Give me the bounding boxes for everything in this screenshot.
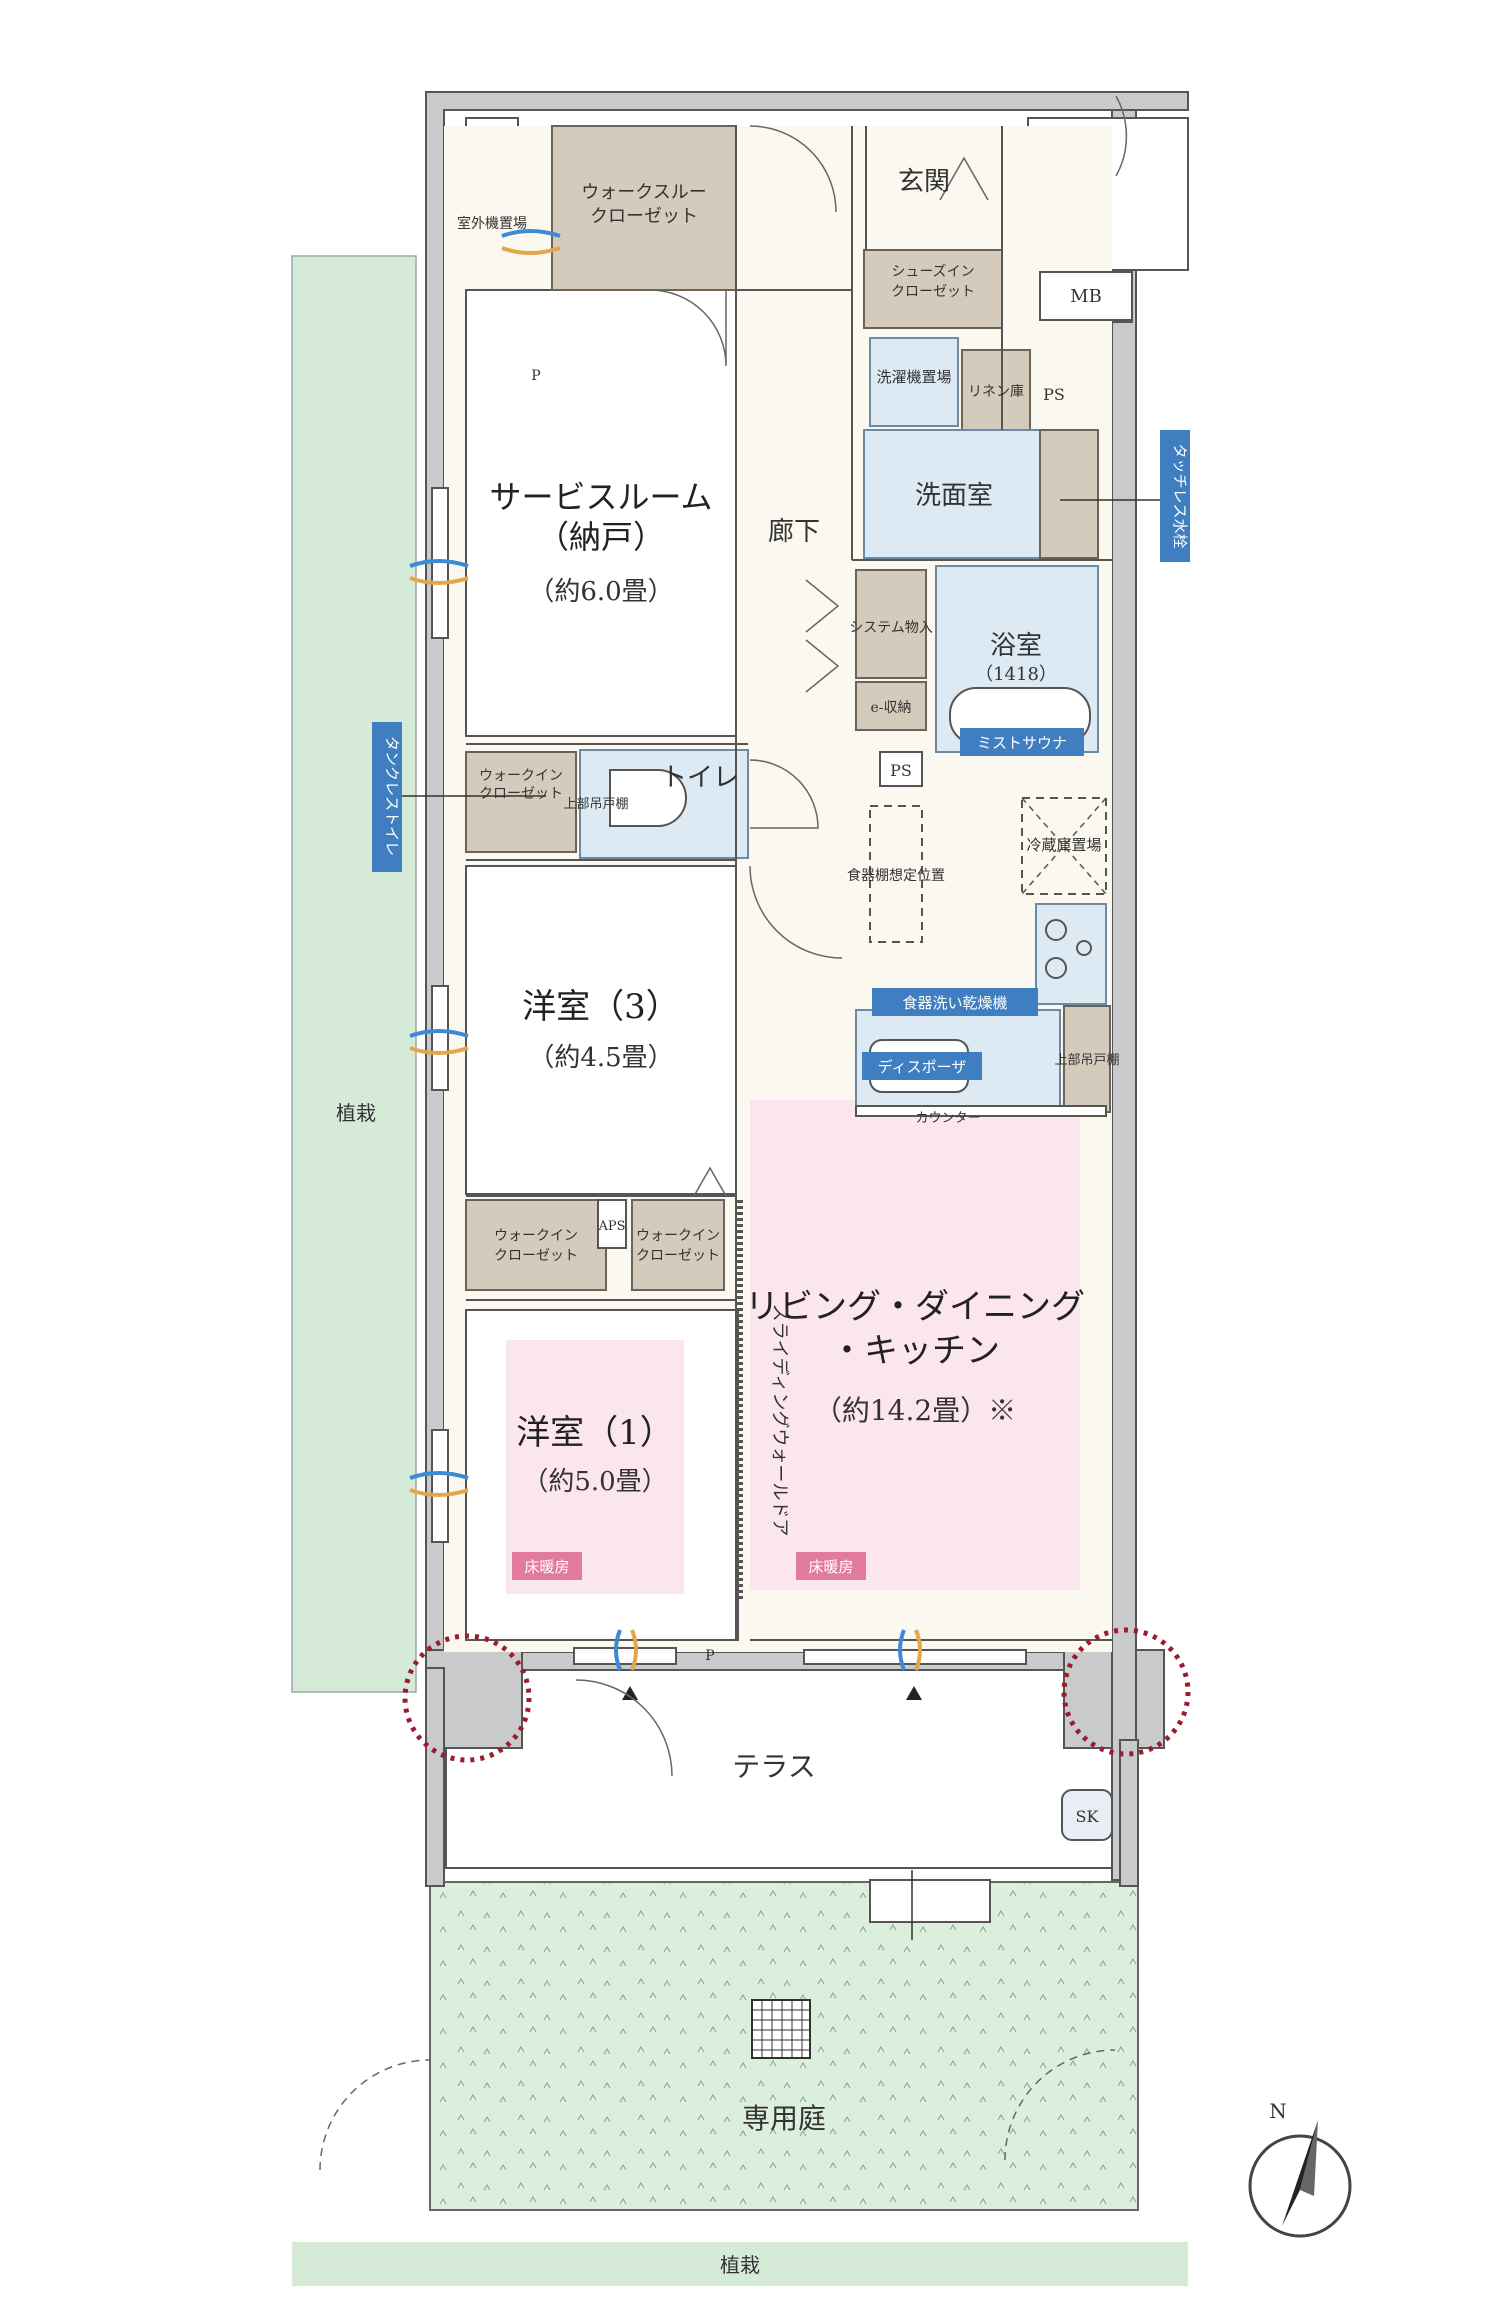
fridge-space (1021, 797, 1107, 895)
system-storage-label: システム物入 (849, 620, 933, 636)
walkin-a-label-1: ウォークイン (479, 768, 563, 784)
walkin-a-label-2: クローゼット (479, 786, 563, 802)
fridge-label: 冷蔵庫置場 (1026, 836, 1101, 854)
room1-name: 洋室（1） (516, 1413, 674, 1453)
garden-drain (751, 1999, 811, 2059)
ldk-floor-heating-area (750, 1100, 1080, 1590)
floor-heating-badge-2 (796, 1552, 866, 1580)
washer-space (869, 337, 959, 427)
disposer-badge (862, 1052, 982, 1080)
walkin-closet-a (465, 751, 577, 853)
counter-label: カウンター (915, 1111, 980, 1126)
mb-label: MB (1070, 286, 1102, 307)
service-room (465, 289, 737, 737)
mist-sauna-text: ミストサウナ (977, 734, 1067, 752)
floor-heating-text-2: 床暖房 (808, 1558, 853, 1576)
touchless-faucet-badge (1160, 430, 1190, 562)
dishwasher-badge (872, 988, 1038, 1016)
shoes-in-closet (863, 249, 1003, 329)
ps-label-2: PS (890, 761, 912, 780)
linen-label: リネン庫 (968, 383, 1024, 400)
e-storage-label: e-収納 (870, 700, 911, 716)
room1-size: （約5.0畳） (522, 1467, 667, 1497)
aps-label: APS (597, 1219, 625, 1234)
room-3 (465, 865, 737, 1195)
walk-through-closet (551, 125, 737, 291)
p-label-1: P (531, 368, 540, 384)
sk-label: SK (1076, 1807, 1100, 1826)
entrance-label: 玄関 (898, 167, 950, 197)
sliding-door-label: スライディングウォールドア (769, 1304, 790, 1537)
planting-strip-bottom (292, 2242, 1188, 2286)
washroom-label: 洗面室 (915, 481, 993, 511)
room1-floor-heating-area (506, 1340, 684, 1594)
dishwasher-text: 食器洗い乾燥機 (902, 994, 1007, 1012)
dish-shelf-label: 食器棚想定位置 (847, 867, 945, 884)
floor-heating-text-1: 床暖房 (524, 1558, 569, 1576)
walkin-closet-c (631, 1199, 725, 1291)
washer-label: 洗濯機置場 (876, 368, 951, 386)
kitchen-upper-cabinet (1063, 1005, 1111, 1113)
toilet-label: トイレ (661, 763, 739, 793)
ldk-name-2: ・キッチン (830, 1331, 1000, 1371)
upper-cabinet-label: 上部吊戸棚 (563, 797, 628, 812)
ps-label-1: PS (1043, 385, 1065, 404)
marker-left (402, 1633, 532, 1763)
walkin-b-label-1: ウォークイン (494, 1228, 578, 1244)
disposer-text: ディスポーザ (878, 1058, 967, 1076)
service-room-sub: （納戸） (537, 518, 665, 556)
planting-side-label: 植栽 (336, 1101, 376, 1125)
aps-shaft (597, 1199, 627, 1249)
terrace-label: テラス (732, 1750, 815, 1783)
marker-right (1061, 1627, 1191, 1757)
mb-box (1039, 271, 1133, 321)
counter (855, 1105, 1107, 1117)
touchless-faucet-text: タッチレス水栓 (1171, 443, 1189, 548)
shoes-in-label-1: シューズイン (891, 264, 974, 280)
outdoor-unit-label: 室外機置場 (457, 215, 527, 232)
room3-name: 洋室（3） (522, 987, 680, 1027)
dish-shelf-position (869, 805, 923, 943)
ldk-name-1: リビング・ダイニング (745, 1287, 1085, 1327)
e-storage (855, 681, 927, 731)
service-room-name: サービスルーム (489, 478, 712, 516)
hallway-label: 廊下 (768, 517, 820, 547)
kitchen-upper-cabinet-label: 上部吊戸棚 (1054, 1053, 1119, 1068)
service-room-size: （約6.0畳） (528, 577, 673, 607)
walkin-closet-b (465, 1199, 607, 1291)
room3-size: （約4.5畳） (528, 1043, 673, 1073)
bath-size-label: （1418） (975, 664, 1057, 685)
north-arrow-icon (1248, 2120, 1352, 2238)
walk-through-closet-label-2: クローゼット (590, 206, 698, 227)
stove (1035, 903, 1107, 1005)
planting-strip-side (291, 255, 417, 1693)
p-label-2: P (705, 1648, 714, 1664)
tankless-toilet-badge (372, 722, 402, 872)
walk-through-closet-label-1: ウォークスルー (581, 182, 706, 203)
planting-bottom-label: 植栽 (720, 2253, 760, 2277)
walkin-b-label-2: クローゼット (494, 1248, 578, 1264)
floor-heating-badge-1 (512, 1552, 582, 1580)
mist-sauna-badge (960, 728, 1084, 756)
walkin-c-label-2: クローゼット (636, 1248, 720, 1264)
walkin-c-label-1: ウォークイン (636, 1228, 720, 1244)
bath-label: 浴室 (990, 631, 1042, 661)
garden-label: 専用庭 (742, 2102, 826, 2135)
north-label: N (1269, 2099, 1287, 2123)
ldk-size: （約14.2畳）※ (814, 1394, 1016, 1427)
tankless-toilet-text: タンクレストイレ (383, 736, 401, 856)
shoes-in-label-2: クローゼット (891, 284, 975, 300)
system-storage (855, 569, 927, 679)
